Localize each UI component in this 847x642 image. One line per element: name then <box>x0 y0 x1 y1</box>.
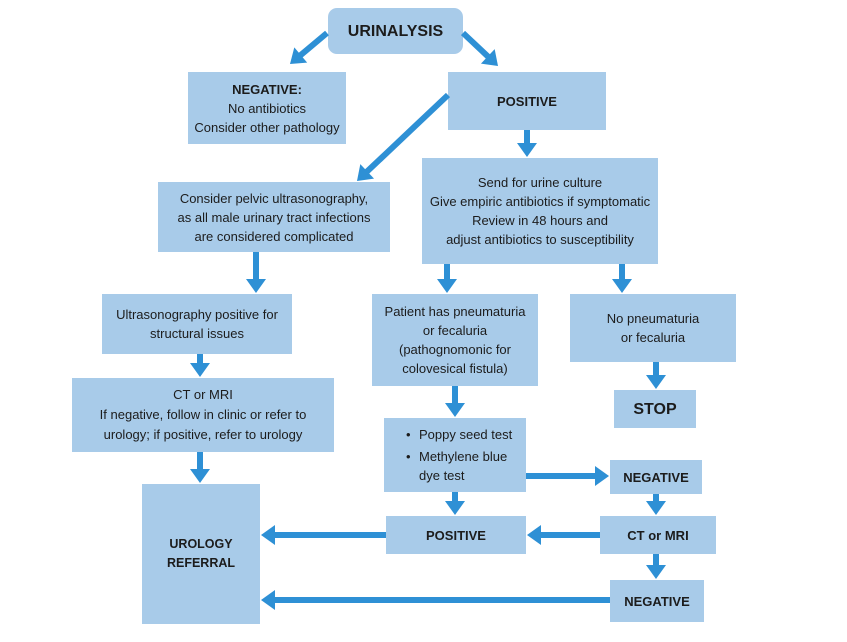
node-culture-line: Give empiric antibiotics if symptomatic <box>429 194 651 209</box>
node-pneu-line: colovesical fistula) <box>402 361 508 376</box>
node-positive-urinalysis: POSITIVE <box>448 72 606 130</box>
node-urinalysis: URINALYSIS <box>328 8 463 54</box>
arrow-head <box>612 279 632 293</box>
arrow-shaft <box>460 30 491 60</box>
arrow-head <box>646 375 666 389</box>
arrow-ultrasonography-to-ct-mri <box>190 354 210 377</box>
node-tests-negative: NEGATIVE <box>610 460 702 494</box>
node-no-pneu-line: No pneumaturia <box>606 311 700 326</box>
arrow-head <box>595 466 609 486</box>
arrow-head <box>437 279 457 293</box>
arrow-head <box>190 469 210 483</box>
arrow-ct-mri-to-urology-referral <box>190 452 210 483</box>
node-urology-referral: UROLOGY REFERRAL <box>142 484 260 624</box>
node-negative-title: NEGATIVE: <box>232 81 302 97</box>
node-ct-right-label: CT or MRI <box>627 527 689 543</box>
node-no-pneu-line: or fecaluria <box>620 330 686 345</box>
node-urinalysis-label: URINALYSIS <box>347 22 444 40</box>
node-pelvic-line: Consider pelvic ultrasonography, <box>179 190 369 206</box>
node-culture-line: Review in 48 hours and <box>472 213 608 228</box>
fistula-test-item: Poppy seed test <box>406 425 520 444</box>
node-urology-line: REFERRAL <box>166 556 236 570</box>
node-pneu-line: or fecaluria <box>422 323 488 338</box>
node-negative-line: Consider other pathology <box>194 119 340 135</box>
arrow-ct-mri-to-positive <box>527 525 600 545</box>
arrow-positive-to-urology-referral <box>261 525 386 545</box>
node-ct-mri-imaging: CT or MRI <box>600 516 716 554</box>
arrow-head <box>517 143 537 157</box>
node-consider-pelvic-ultrasonography: Consider pelvic ultrasonography, as all … <box>158 182 390 252</box>
node-urine-culture: Send for urine culture Give empiric anti… <box>422 158 658 264</box>
arrow-negative-to-ct-mri <box>646 494 666 515</box>
node-ct-left-line: If negative, follow in clinic or refer t… <box>99 407 307 422</box>
node-stop-label: STOP <box>633 400 677 418</box>
node-no-pneumaturia: No pneumaturia or fecaluria <box>570 294 736 362</box>
node-imaging-negative-label: NEGATIVE <box>624 593 690 609</box>
node-positive-label: POSITIVE <box>497 93 557 109</box>
node-ultrasonography-positive: Ultrasonography positive for structural … <box>102 294 292 354</box>
arrow-head <box>445 501 465 515</box>
node-urology-line: UROLOGY <box>169 537 233 551</box>
arrow-no-pneumaturia-to-stop <box>646 362 666 389</box>
fistula-test-list: Poppy seed test Methylene blue dye test <box>406 425 520 485</box>
arrow-positive-to-urine-culture <box>517 130 537 157</box>
node-tests-positive-label: POSITIVE <box>426 527 486 543</box>
arrow-head <box>646 501 666 515</box>
node-pelvic-line: as all male urinary tract infections <box>177 209 371 225</box>
node-negative-no-antibiotics: NEGATIVE: No antibiotics Consider other … <box>188 72 346 144</box>
fistula-test-item: Methylene blue dye test <box>406 447 520 485</box>
node-ct-left-line: CT or MRI <box>173 387 233 402</box>
arrow-shaft <box>298 30 329 58</box>
arrow-culture-to-pneumaturia <box>437 264 457 293</box>
node-pneu-line: Patient has pneumaturia <box>384 304 526 319</box>
arrow-head <box>527 525 541 545</box>
node-culture-line: adjust antibiotics to susceptibility <box>446 232 634 247</box>
arrow-culture-to-no-pneumaturia <box>612 264 632 293</box>
arrow-head <box>480 49 498 66</box>
node-pneumaturia-fecaluria: Patient has pneumaturia or fecaluria (pa… <box>372 294 538 386</box>
node-pneu-line: (pathognomonic for <box>398 342 511 357</box>
arrow-head <box>290 47 308 64</box>
arrow-head <box>357 164 375 181</box>
node-ct-left-line: urology; if positive, refer to urology <box>103 427 303 442</box>
arrow-head <box>646 565 666 579</box>
arrow-head <box>445 403 465 417</box>
arrow-urinalysis-to-negative <box>290 30 329 64</box>
node-fistula-tests: Poppy seed test Methylene blue dye test <box>384 418 526 492</box>
node-stop: STOP <box>614 390 696 428</box>
node-tests-positive: POSITIVE <box>386 516 526 554</box>
node-tests-negative-label: NEGATIVE <box>623 469 689 485</box>
arrow-head <box>246 279 266 293</box>
arrow-head <box>261 525 275 545</box>
arrow-negative-to-urology-referral <box>261 590 610 610</box>
arrow-urinalysis-to-positive <box>460 30 498 66</box>
node-imaging-negative: NEGATIVE <box>610 580 704 622</box>
node-us-line: structural issues <box>150 326 244 341</box>
arrow-pelvic-to-ultrasonography-positive <box>246 252 266 293</box>
node-culture-line: Send for urine culture <box>477 175 603 190</box>
arrow-tests-to-positive <box>445 492 465 515</box>
node-ct-mri-follow-up: CT or MRI If negative, follow in clinic … <box>72 378 334 452</box>
node-negative-line: No antibiotics <box>227 100 307 116</box>
arrow-tests-to-negative <box>526 466 609 486</box>
arrow-pneumaturia-to-tests <box>445 386 465 417</box>
node-us-line: Ultrasonography positive for <box>116 307 278 322</box>
node-pelvic-line: are considered complicated <box>194 228 354 244</box>
arrow-ct-mri-to-negative <box>646 554 666 579</box>
arrow-head <box>190 363 210 377</box>
arrow-head <box>261 590 275 610</box>
